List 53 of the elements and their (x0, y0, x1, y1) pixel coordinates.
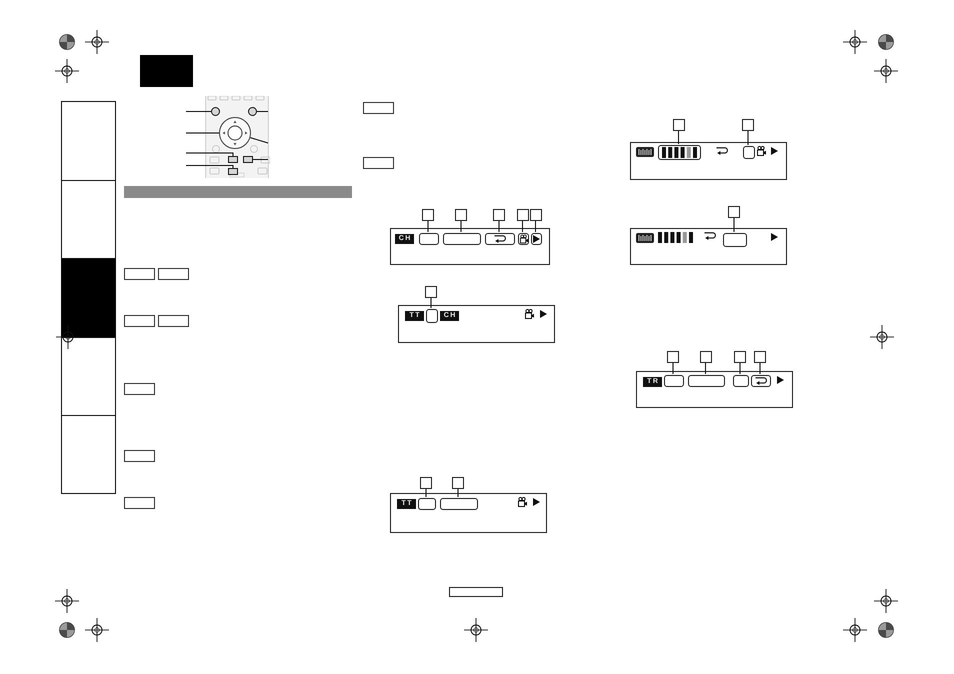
leader-line (522, 220, 523, 232)
display-field (418, 498, 436, 510)
leader-line (460, 220, 462, 232)
callout-marker (493, 209, 505, 221)
leader-line (535, 220, 536, 232)
onscreen-display (630, 228, 787, 265)
onscreen-display (390, 493, 547, 533)
onscreen-display (398, 305, 555, 343)
onscreen-display (636, 371, 793, 408)
callout-marker (425, 286, 437, 298)
display-field (658, 145, 701, 160)
display-field (751, 375, 771, 387)
leader-line (186, 165, 234, 168)
remote-control-drawing (204, 96, 270, 178)
leader-line (672, 362, 674, 374)
callout-marker (728, 206, 740, 218)
display-field (426, 309, 438, 323)
callout-marker (700, 351, 712, 363)
callout-marker (455, 209, 467, 221)
display-field (688, 375, 725, 387)
rectangular-key (228, 156, 238, 163)
callout-marker (667, 351, 679, 363)
leader-line (252, 159, 268, 160)
callout-marker (452, 477, 464, 489)
leader-line (186, 111, 212, 112)
display-field (723, 233, 747, 247)
leader-line (256, 111, 268, 112)
display-field (419, 233, 439, 245)
rectangular-key (228, 168, 238, 175)
callout-marker (530, 209, 542, 221)
callout-marker (516, 209, 528, 221)
display-field (743, 146, 755, 159)
leader-line (498, 220, 500, 232)
callout-marker (672, 119, 684, 131)
onscreen-display (630, 142, 787, 180)
onscreen-display (390, 228, 550, 265)
leader-line (678, 130, 679, 144)
leader-line (186, 132, 220, 134)
leader-line (705, 362, 706, 374)
leader-line (250, 137, 268, 144)
display-field (664, 375, 684, 387)
callout-marker (742, 119, 754, 131)
leader-line (430, 298, 432, 308)
leader-line (186, 152, 234, 156)
callout-marker (420, 477, 432, 489)
callout-marker (422, 209, 434, 221)
display-field (440, 498, 478, 510)
callout-marker (734, 351, 746, 363)
display-field (485, 233, 515, 245)
display-field (733, 375, 749, 387)
callout-marker (754, 351, 766, 363)
rectangular-key (243, 156, 253, 163)
display-field (443, 233, 481, 245)
